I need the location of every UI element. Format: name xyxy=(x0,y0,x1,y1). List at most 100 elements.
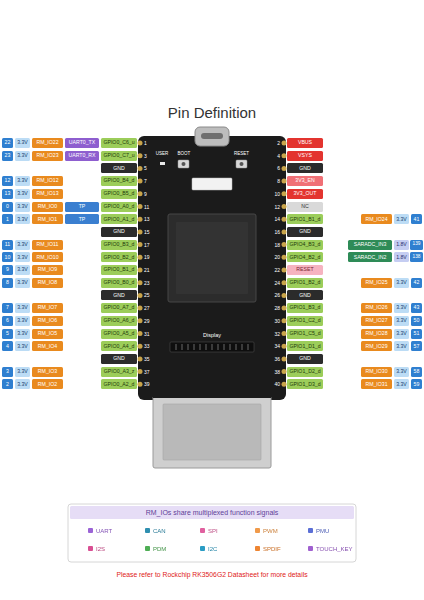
pin-pad xyxy=(138,331,143,336)
pin-function-box: 42 xyxy=(411,278,422,288)
pin-function-box: GND xyxy=(287,163,323,173)
pin-number: 30 xyxy=(266,316,280,326)
pin-number: 34 xyxy=(266,341,280,351)
pin-function-box: RM_IO8 xyxy=(32,278,63,288)
pin-pads xyxy=(138,141,287,387)
pin-label-text: GPIO0_B4_d xyxy=(104,178,135,183)
pin-function-box: GPIO0_B3_d xyxy=(101,240,137,250)
pin-label-text: 12 xyxy=(5,178,11,183)
pin-label-text: GPIO4_B2_d xyxy=(290,255,321,260)
legend-item: I2S xyxy=(88,544,105,553)
pin-function-box: GPIO0_B2_d xyxy=(101,252,137,262)
legend-swatch xyxy=(308,546,313,551)
pin-label-text: GND xyxy=(299,166,311,171)
pin-function-box: GPIO0_B0_d xyxy=(101,278,137,288)
pin-label-text: 3.3V xyxy=(396,344,407,349)
pin-label-text: 1.8V xyxy=(396,242,407,247)
pin-function-box: GND xyxy=(101,290,137,300)
pin-label-text: GPIO0_A7_d xyxy=(104,305,135,310)
pin-label-text: 50 xyxy=(414,318,420,323)
pin-function-box: 41 xyxy=(411,214,422,224)
pin-label-text: RM_IO3 xyxy=(38,369,57,374)
pin-function-box: RM_IO1 xyxy=(32,214,63,224)
legend-text: PDM xyxy=(153,546,166,552)
pin-function-box: 1.8V xyxy=(394,240,409,250)
pin-label-text: RM_IO31 xyxy=(365,382,387,387)
pin-label-text: GPIO1_B2_d xyxy=(290,280,321,285)
ethernet-jack-face xyxy=(163,404,261,460)
pin-function-box: RM_IO5 xyxy=(32,329,63,339)
pin-function-box: 3.3V xyxy=(394,278,409,288)
legend-text: SPDIF xyxy=(263,546,281,552)
pin-function-box: GND xyxy=(287,354,323,364)
pin-function-box: 3.3V xyxy=(15,316,30,326)
pin-function-box: 3.3V xyxy=(15,252,30,262)
legend-swatch xyxy=(255,528,260,533)
pin-label-text: RM_IO27 xyxy=(365,318,387,323)
pin-function-box: GND xyxy=(101,227,137,237)
legend-text: TOUCH_KEY xyxy=(316,546,353,552)
pin-pad xyxy=(138,166,143,171)
pin-function-box: 3.3V xyxy=(15,367,30,377)
pin-label-text: 3.3V xyxy=(17,204,28,209)
pin-pad xyxy=(282,268,287,273)
pin-pad xyxy=(138,280,143,285)
pin-function-box: 51 xyxy=(411,329,422,339)
pin-number: 31 xyxy=(144,329,158,339)
pin-label-text: VSYS xyxy=(298,153,312,158)
pin-function-box: UART0_TX xyxy=(65,138,99,148)
pin-pad xyxy=(282,153,287,158)
pin-label-text: GND xyxy=(113,229,125,234)
pin-function-box: 139 xyxy=(410,240,422,250)
pin-pad xyxy=(282,331,287,336)
pin-pad xyxy=(138,318,143,323)
pin-function-box: GPIO1_D1_d xyxy=(287,341,323,351)
pin-function-box: 3.3V xyxy=(15,151,30,161)
pin-function-box: 50 xyxy=(411,316,422,326)
pin-function-box: 3.3V xyxy=(15,265,30,275)
pin-pad xyxy=(282,280,287,285)
pin-label-text: 3.3V xyxy=(17,331,28,336)
pin-label-text: GPIO0_A2_d xyxy=(104,382,135,387)
pin-label-text: RM_IO25 xyxy=(365,280,387,285)
pin-function-box: 5 xyxy=(2,329,13,339)
pin-function-box: RM_IO22 xyxy=(32,138,63,148)
pin-function-box: 7 xyxy=(2,303,13,313)
footer-note: Please refer to Rockchip RK3506G2 Datash… xyxy=(0,570,424,579)
pin-function-box: GPIO0_A1_d xyxy=(101,214,137,224)
pin-pad xyxy=(282,179,287,184)
pin-label-text: 3.3V xyxy=(17,369,28,374)
pin-function-box: 43 xyxy=(411,303,422,313)
pin-label-text: TP xyxy=(79,217,86,222)
pin-label-text: GPIO1_D2_d xyxy=(289,369,320,374)
boot-button-cap xyxy=(182,162,186,166)
pin-number: 6 xyxy=(266,163,280,173)
legend-item: SPI xyxy=(200,526,218,535)
pin-label-text: SARADC_IN2 xyxy=(354,255,387,260)
pin-pad xyxy=(138,153,143,158)
pin-label-text: 3.3V xyxy=(396,217,407,222)
pin-label-text: 3.3V xyxy=(17,140,28,145)
pin-label-text: GPIO0_A1_d xyxy=(104,217,135,222)
pin-label-text: RM_IO11 xyxy=(37,242,59,247)
pin-function-box: GPIO1_B1_d xyxy=(287,214,323,224)
reset-button xyxy=(236,160,247,168)
pin-function-box: 6 xyxy=(2,316,13,326)
pin-number: 21 xyxy=(144,265,158,275)
pin-function-box: TP xyxy=(65,214,99,224)
pin-label-text: 3.3V xyxy=(396,280,407,285)
pin-label-text: 1.8V xyxy=(396,255,407,260)
pin-label-text: RM_IO0 xyxy=(38,204,57,209)
pin-number: 14 xyxy=(266,214,280,224)
legend-swatch xyxy=(88,528,93,533)
pin-label-text: 138 xyxy=(412,255,420,260)
legend-swatch xyxy=(145,528,150,533)
pin-number: 18 xyxy=(266,240,280,250)
pin-function-box: GPIO0_C6_u xyxy=(101,138,137,148)
pin-label-text: 3.3V xyxy=(17,280,28,285)
pin-label-text: 11 xyxy=(5,242,10,247)
pin-function-box: 1 xyxy=(2,214,13,224)
legend-heading-band: RM_IOs share multiplexed function signal… xyxy=(70,506,354,519)
pin-label-text: GPIO0_A0_d xyxy=(104,204,135,209)
pin-number: 40 xyxy=(266,379,280,389)
